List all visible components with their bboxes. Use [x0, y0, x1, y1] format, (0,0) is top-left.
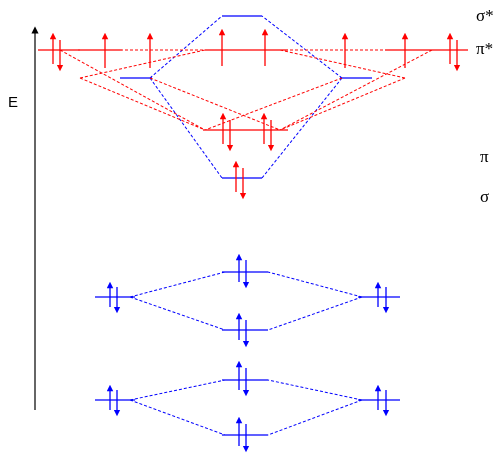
label-sigma: σ: [480, 187, 489, 206]
label-sigma-star: σ*: [476, 6, 494, 25]
s-orbital-correlation-lines: [129, 271, 363, 436]
pi-2p-levels: [38, 49, 468, 131]
sigma-2p-levels: [120, 15, 372, 179]
label-pi: π: [480, 147, 489, 166]
energy-axis-label: E: [8, 94, 18, 111]
label-pi-star: π*: [476, 39, 493, 58]
s-orbital-levels: [95, 271, 400, 436]
pi-2p-electrons: [49, 28, 461, 200]
energy-axis: E: [8, 26, 39, 410]
pi-2p-correlation-lines: [40, 49, 450, 131]
sigma-2p-correlation-lines: [149, 15, 343, 179]
mo-labels: σ* π* π σ: [476, 6, 494, 206]
s-orbital-electrons: [106, 253, 390, 453]
